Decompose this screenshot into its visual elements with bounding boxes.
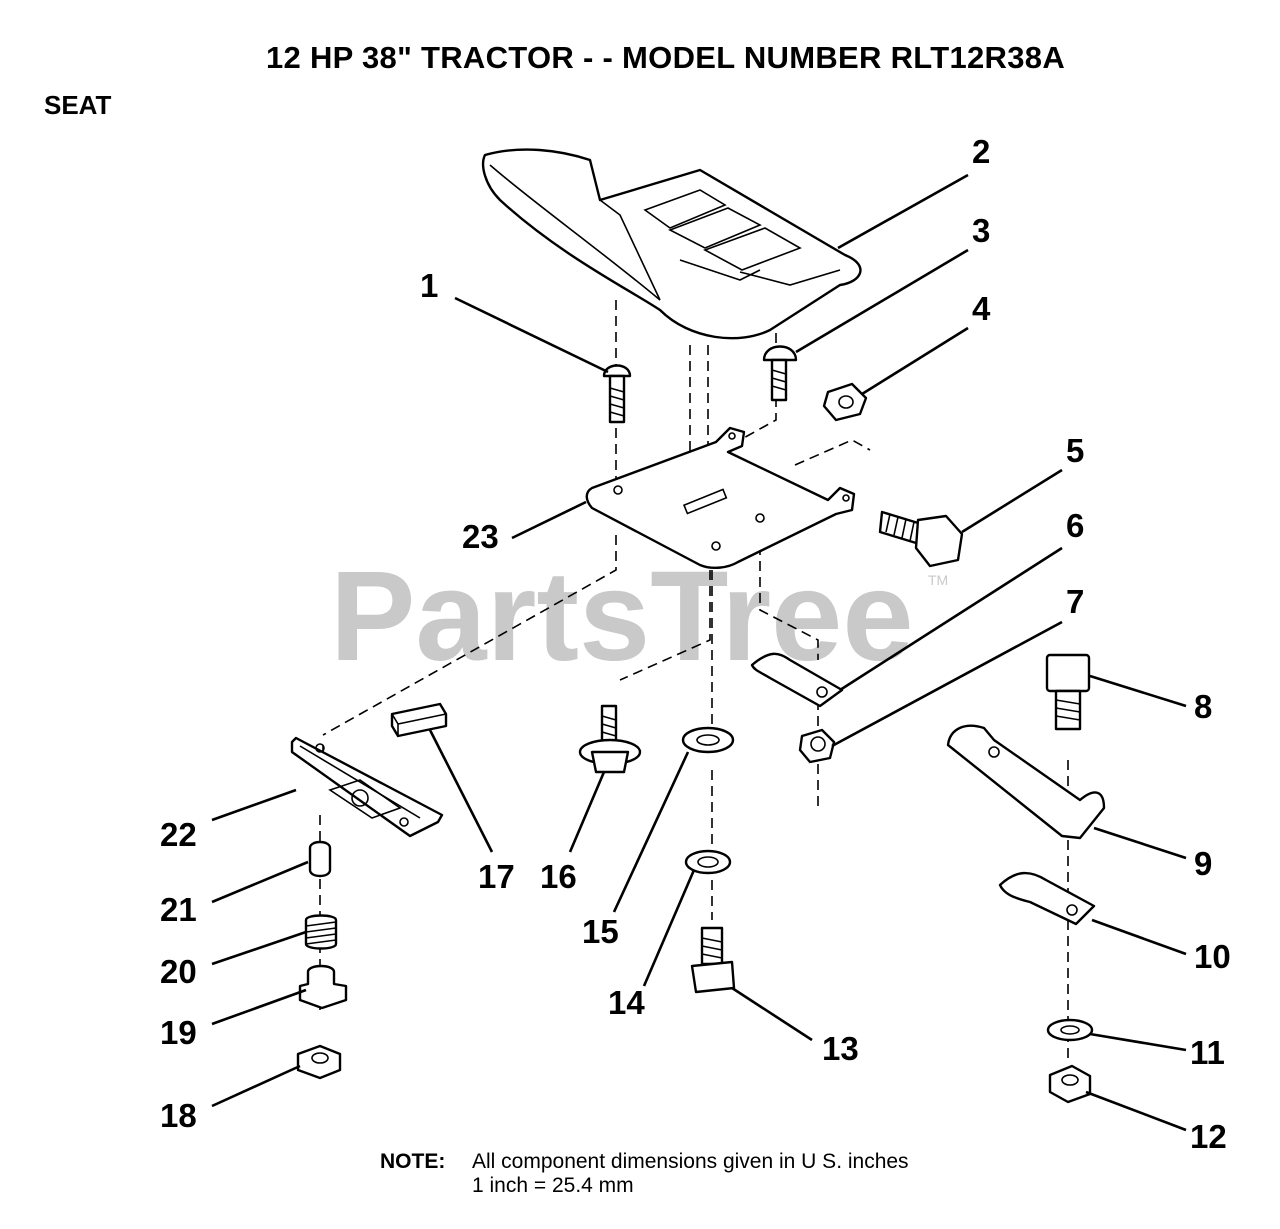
callout-14: 14 [608,984,645,1021]
callout-18: 18 [160,1097,197,1134]
callout-9: 9 [1194,845,1212,882]
callout-8: 8 [1194,688,1212,725]
watermark-text: PartsTree [330,545,914,688]
spring-bracket [946,724,1106,840]
callout-13: 13 [822,1030,859,1067]
callout-15: 15 [582,913,619,950]
callout-1: 1 [420,267,438,304]
section-label: SEAT [44,90,112,120]
callout-3: 3 [972,212,990,249]
callout-22: 22 [160,816,197,853]
dimension-note: NOTE: All component dimensions given in U… [380,1150,909,1198]
carriage-bolt [602,364,632,424]
callout-17: 17 [478,858,515,895]
callout-2: 2 [972,133,990,170]
hex-bolt-right [1045,653,1091,731]
watermark-trademark: TM [928,572,948,588]
note-line-2: 1 inch = 25.4 mm [472,1174,634,1197]
shoulder-bolt [878,510,964,568]
washer-upper [681,726,735,754]
callout-5: 5 [1066,432,1084,469]
callout-16: 16 [540,858,577,895]
round-head-screw [762,345,798,402]
flat-washer-right [1046,1018,1094,1042]
flange-bolt [578,704,642,774]
flange-nut [296,1044,342,1080]
callout-21: 21 [160,891,197,928]
washer-lower [684,849,732,875]
hex-nut [822,382,868,422]
slide-bracket [290,736,444,838]
pin [308,840,332,878]
callout-4: 4 [972,290,991,327]
bracket-clip [998,871,1096,926]
lock-nut [798,728,836,764]
seat-bracket-plate [585,426,856,570]
leader-lines [211,173,1187,1132]
diagram-title: 12 HP 38" TRACTOR - - MODEL NUMBER RLT12… [266,40,1066,75]
seat-spring-bracket [750,652,844,708]
note-label: NOTE: [380,1150,446,1173]
callout-numbers: 1 2 3 4 5 6 7 8 9 10 11 12 13 14 15 16 1… [160,133,1231,1155]
note-text-1: All component dimensions given in U S. i… [472,1150,909,1173]
compression-spring [304,914,338,950]
rubber-block [390,702,448,738]
callout-7: 7 [1066,583,1084,620]
adjustment-knob [298,964,348,1010]
hex-bolt-lower [690,926,736,994]
callout-23: 23 [462,518,499,555]
callout-20: 20 [160,953,197,990]
callout-11: 11 [1190,1034,1225,1071]
hex-nut-right [1048,1064,1092,1104]
note-line-1: NOTE: All component dimensions given in U… [380,1150,909,1174]
callout-19: 19 [160,1014,197,1051]
callout-12: 12 [1190,1118,1227,1155]
seat [481,148,862,340]
callout-6: 6 [1066,507,1084,544]
callout-10: 10 [1194,938,1231,975]
